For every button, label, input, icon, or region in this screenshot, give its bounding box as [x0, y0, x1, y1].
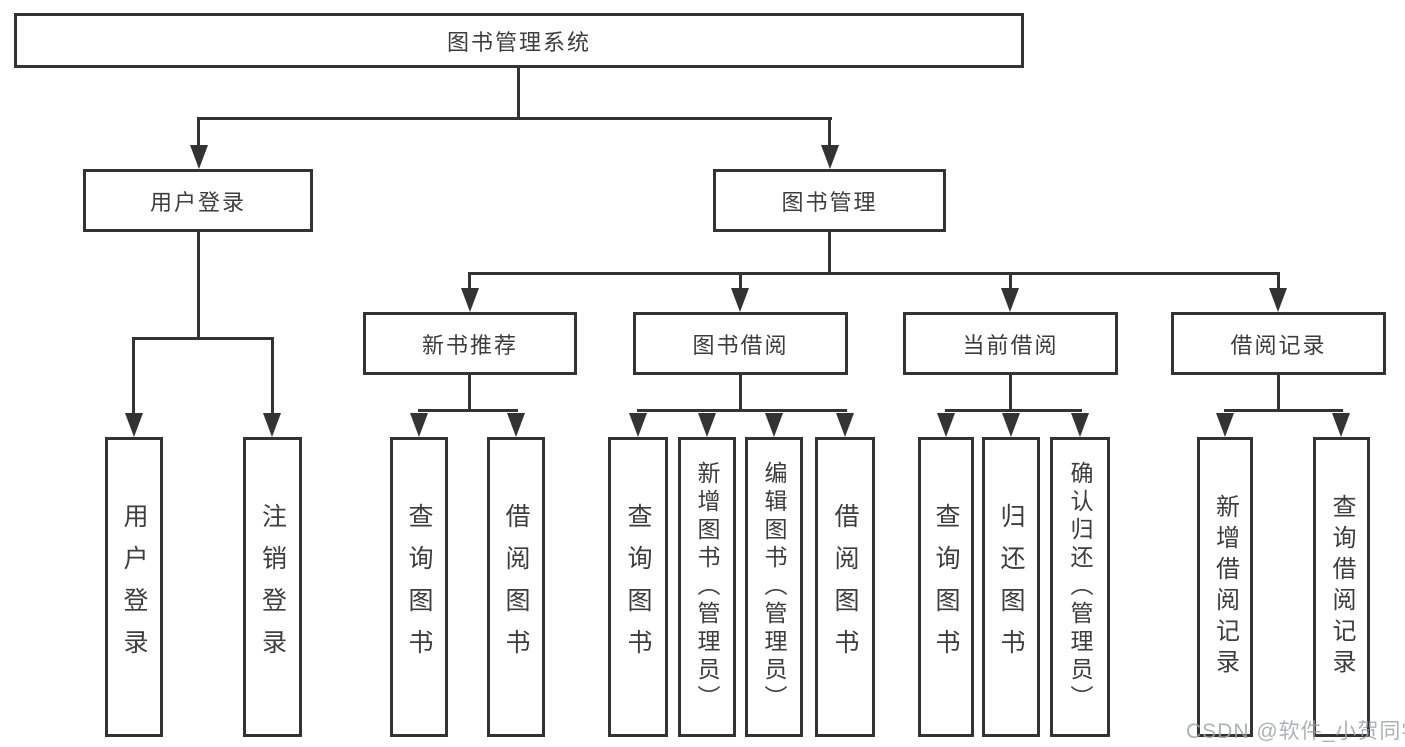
- node-current-borrow: 当前借阅: [903, 312, 1118, 375]
- leaf-user-login: 用户登录: [105, 437, 163, 737]
- node-book-borrow: 图书借阅: [633, 312, 848, 375]
- leaf-current-query-book: 查询图书: [918, 437, 974, 737]
- connector-drop-login-leaf2: [271, 337, 274, 415]
- arrowhead-borrow: [731, 288, 749, 312]
- connector-level2-branch: [198, 117, 832, 120]
- connector-drop-login-leaf1: [132, 337, 135, 415]
- connector-level3-branch: [469, 272, 1280, 275]
- leaf-borrow-borrow-book: 借阅图书: [815, 437, 875, 737]
- arrowhead-records-leaf1: [1216, 413, 1234, 437]
- node-borrow-records: 借阅记录: [1171, 312, 1386, 375]
- leaf-query-borrow-record: 查询借阅记录: [1313, 437, 1370, 737]
- connector-newbook-branch: [418, 409, 518, 412]
- connector-records-stub: [1277, 375, 1280, 409]
- node-user-login: 用户登录: [83, 169, 313, 232]
- arrowhead-records: [1269, 288, 1287, 312]
- arrowhead-borrow-leaf2: [698, 413, 716, 437]
- node-book-management: 图书管理: [713, 169, 946, 232]
- leaf-edit-book-admin: 编辑图书（管理员）: [745, 437, 803, 737]
- connector-borrow-branch: [637, 409, 847, 412]
- arrowhead-current-leaf1: [937, 413, 955, 437]
- node-new-book-recommend: 新书推荐: [363, 312, 577, 375]
- connector-borrow-stub: [739, 374, 742, 409]
- csdn-watermark: CSDN @软件_小贺同学: [1186, 720, 1405, 743]
- arrowhead-borrow-leaf4: [836, 413, 854, 437]
- leaf-logout: 注销登录: [243, 437, 302, 737]
- connector-drop-borrow: [739, 272, 742, 290]
- arrowhead-book-mgmt: [821, 145, 839, 169]
- connector-login-branch: [133, 337, 274, 340]
- connector-newbook-stub: [468, 375, 471, 409]
- leaf-add-book-admin: 新增图书（管理员）: [678, 437, 736, 737]
- arrowhead-borrow-leaf1: [629, 413, 647, 437]
- connector-drop-newbook: [468, 272, 471, 290]
- connector-drop-current: [1009, 272, 1012, 290]
- arrowhead-user-login: [190, 145, 208, 169]
- leaf-newbook-borrow-book: 借阅图书: [487, 437, 545, 737]
- leaf-add-borrow-record: 新增借阅记录: [1197, 437, 1253, 737]
- arrowhead-newbook-leaf2: [507, 413, 525, 437]
- connector-records-branch: [1224, 409, 1343, 412]
- connector-login-stub: [197, 232, 200, 337]
- arrowhead-borrow-leaf3: [765, 413, 783, 437]
- connector-drop-records: [1277, 272, 1280, 290]
- node-root-system: 图书管理系统: [14, 13, 1024, 68]
- arrowhead-newbook: [461, 288, 479, 312]
- leaf-return-book: 归还图书: [982, 437, 1040, 737]
- leaf-newbook-query-book: 查询图书: [390, 437, 448, 737]
- connector-drop-user-login: [197, 117, 200, 149]
- leaf-borrow-query-book: 查询图书: [608, 437, 668, 737]
- connector-current-stub: [1009, 375, 1012, 409]
- arrowhead-current-leaf3: [1071, 413, 1089, 437]
- leaf-confirm-return-admin: 确认归还（管理员）: [1050, 437, 1110, 737]
- arrowhead-current: [1001, 288, 1019, 312]
- arrowhead-login-leaf2: [263, 413, 281, 437]
- arrowhead-current-leaf2: [1002, 413, 1020, 437]
- connector-drop-book-mgmt: [828, 117, 831, 149]
- arrowhead-newbook-leaf1: [410, 413, 428, 437]
- connector-current-branch: [945, 409, 1082, 412]
- connector-root-stub: [517, 68, 520, 117]
- arrowhead-login-leaf1: [125, 413, 143, 437]
- arrowhead-records-leaf2: [1332, 413, 1350, 437]
- connector-mgmt-stub: [828, 232, 831, 272]
